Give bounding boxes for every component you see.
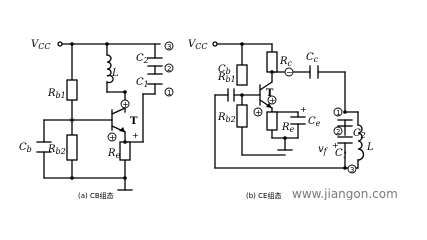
inductor-l-b [357, 124, 365, 161]
node-3-label-b: 3 [350, 166, 354, 174]
vcc-label-a: VCC [31, 39, 50, 51]
c2-label-a: C2 [136, 53, 149, 65]
oscillator-circuits-diagram: VCC Rb1 Rb2 Re Cb L C1 C2 T + + + 3 2 1 … [19, 39, 398, 200]
l-label-a: L [111, 68, 119, 79]
node-2-label-b: 2 [336, 128, 340, 136]
plus-sign-vf-b: + [332, 141, 339, 150]
resistor-re-a [119, 141, 131, 161]
plus-sign-ce-b: + [300, 105, 307, 114]
plus-sign-collector-b: + [269, 96, 276, 105]
l-label-b: L [366, 142, 374, 153]
emitter-arrow-b [266, 103, 272, 108]
cb-label-a: Cb [19, 142, 32, 154]
capacitor-c2-a [147, 57, 163, 67]
capacitor-cc-b [309, 65, 319, 79]
node-2-label-a: 2 [167, 65, 171, 73]
resistor-rb1-a [66, 79, 78, 101]
caption-a: (a) CB组态 [78, 191, 114, 200]
vcc-label-b: VCC [188, 39, 207, 51]
capacitor-c1-b [337, 136, 353, 144]
capacitor-ce-b [290, 116, 306, 125]
plus-sign-base-b: + [255, 108, 262, 117]
node-1-label-b: 1 [336, 109, 340, 117]
plus-sign-base-a: + [109, 133, 116, 142]
t-label-a: T [130, 116, 138, 127]
rb2-label-a: Rb2 [47, 144, 66, 156]
re-label-b: Re [281, 122, 295, 134]
resistor-rc-b [266, 51, 278, 73]
rb1-label-b: Rb1 [217, 72, 236, 84]
re-label-a: Re [107, 148, 121, 160]
minus-sign-b: − [286, 68, 293, 77]
plus-sign-collector-a: + [122, 100, 129, 109]
t-label-b: T [266, 88, 274, 99]
cc-label-b: Cc [306, 52, 319, 64]
emitter-arrow-a [119, 127, 125, 132]
capacitor-cb-b [227, 88, 235, 102]
vcc-terminal-a [57, 41, 63, 47]
capacitor-c2-b [337, 119, 353, 127]
node-1-label-a: 1 [167, 89, 171, 97]
capacitor-c1-a [147, 73, 163, 85]
capacitor-cb-a [36, 141, 52, 153]
ce-label-b: Ce [308, 116, 321, 128]
caption-b: (b) CE组态 [246, 191, 281, 200]
vcc-terminal-b [212, 41, 218, 47]
node-3-label-a: 3 [167, 43, 171, 51]
junction-dots-a [70, 42, 127, 180]
rc-label-b: Rc [279, 56, 293, 68]
inductor-l-a [106, 54, 114, 84]
c1-label-a: C1 [136, 77, 149, 89]
c1-label-b: C1 [335, 148, 348, 160]
resistor-re-b [266, 111, 278, 131]
cb-label-b: Cb [218, 64, 231, 76]
junction-dots-b [240, 42, 347, 170]
vf-label-b: vf [318, 144, 329, 156]
c2-label-b: C2 [353, 128, 366, 140]
rb2-label-b: Rb2 [217, 112, 236, 124]
plus-sign-emitter-a: + [132, 131, 139, 140]
resistor-rb2-a [66, 134, 78, 161]
circuit-b-wires [214, 43, 359, 169]
circuit-a-wires [43, 43, 161, 191]
rb1-label-a: Rb1 [47, 88, 66, 100]
resistor-rb1-b [236, 64, 248, 86]
watermark-text: www.jiangon.com [292, 187, 398, 200]
resistor-rb2-b [236, 104, 248, 128]
